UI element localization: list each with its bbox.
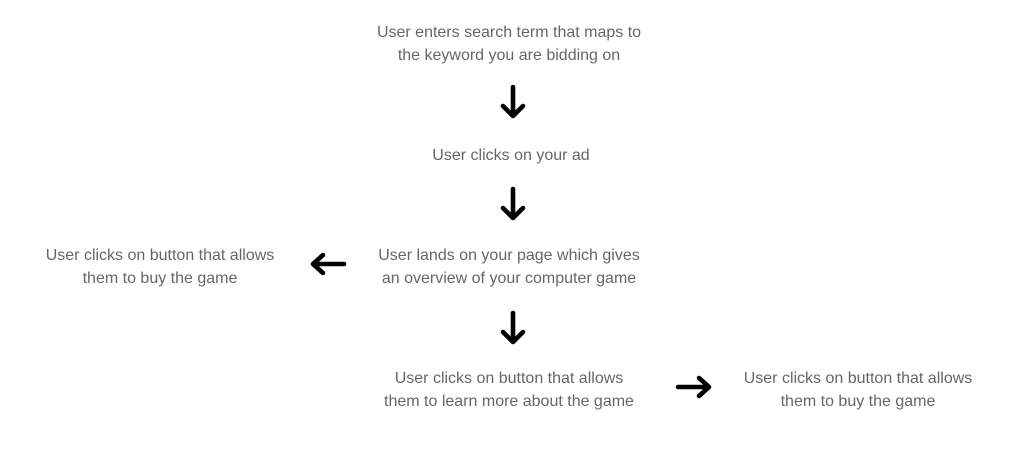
arrow-left-svg: [310, 252, 347, 276]
arrow-down-2-svg: [500, 186, 526, 221]
step-clicks-ad: User clicks on your ad: [432, 147, 590, 164]
arrow-down-3-svg: [500, 310, 526, 345]
arrow-down-2-icon: [493, 184, 533, 224]
arrow-down-3-icon: [493, 308, 533, 348]
step-landing-page: User lands on your page which gives an o…: [378, 247, 640, 287]
arrow-left-icon: [308, 244, 348, 284]
step-search-term: User enters search term that maps to the…: [376, 24, 642, 64]
step-buy-game-left: User clicks on button that allows them t…: [45, 247, 275, 287]
arrow-down-1-svg: [500, 84, 526, 119]
arrow-down-1-icon: [493, 82, 533, 122]
arrow-right-svg: [675, 375, 712, 399]
step-learn-more: User clicks on button that allows them t…: [384, 370, 634, 410]
arrow-right-icon: [674, 367, 714, 407]
step-buy-game-right: User clicks on button that allows them t…: [743, 370, 973, 410]
